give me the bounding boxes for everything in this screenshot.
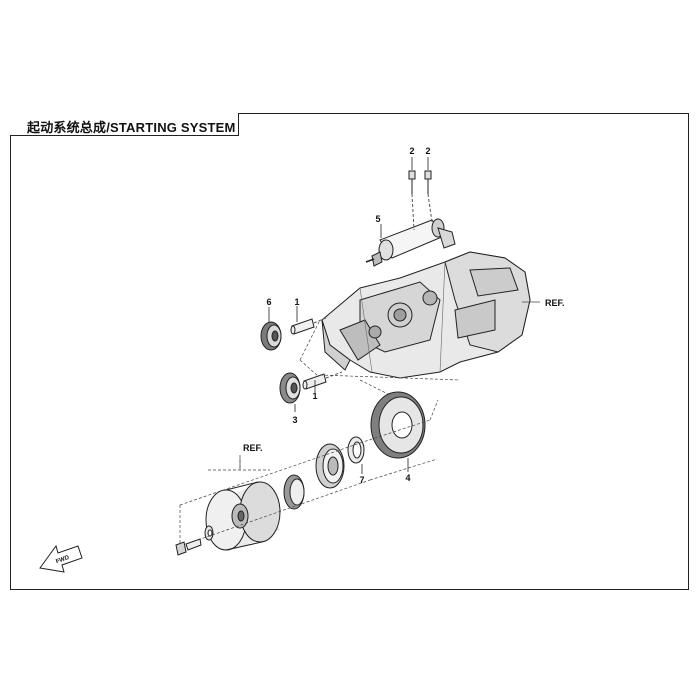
reduction-shaft-bottom bbox=[302, 371, 343, 390]
ref-label-flywheel: REF. bbox=[243, 443, 263, 453]
starter-bolt-left bbox=[408, 170, 416, 231]
callout-2-right: 2 bbox=[425, 146, 430, 156]
callout-2-left: 2 bbox=[409, 146, 414, 156]
thrust-washer bbox=[347, 436, 365, 464]
idler-gear bbox=[260, 321, 282, 351]
idler-shaft-top bbox=[290, 316, 329, 335]
flywheel-bolt bbox=[175, 538, 202, 556]
engine-crankcase bbox=[321, 251, 531, 379]
fwd-arrow-icon: FWD bbox=[39, 544, 83, 573]
diagram-title: 起动系统总成/STARTING SYSTEM bbox=[27, 120, 236, 135]
starter-driven-gear bbox=[370, 391, 426, 459]
leader-lines bbox=[268, 157, 429, 474]
fwd-label: FWD bbox=[55, 555, 71, 566]
diagram-frame bbox=[10, 113, 689, 590]
callout-1-bottom: 1 bbox=[312, 391, 317, 401]
callout-1-top: 1 bbox=[294, 297, 299, 307]
callout-6: 6 bbox=[266, 297, 271, 307]
reduction-gear bbox=[279, 372, 301, 404]
ref-label-engine: REF. bbox=[545, 298, 565, 308]
starter-bolt-right bbox=[424, 170, 433, 223]
one-way-clutch bbox=[283, 443, 345, 510]
callout-7: 7 bbox=[359, 475, 364, 485]
assembly-lines bbox=[179, 301, 540, 545]
starter-motor bbox=[365, 218, 456, 267]
callout-5: 5 bbox=[375, 214, 380, 224]
title-box bbox=[10, 113, 239, 136]
flywheel-rotor bbox=[205, 481, 281, 551]
callout-4: 4 bbox=[405, 473, 410, 483]
callout-3: 3 bbox=[292, 415, 297, 425]
flywheel-washer bbox=[204, 525, 214, 541]
